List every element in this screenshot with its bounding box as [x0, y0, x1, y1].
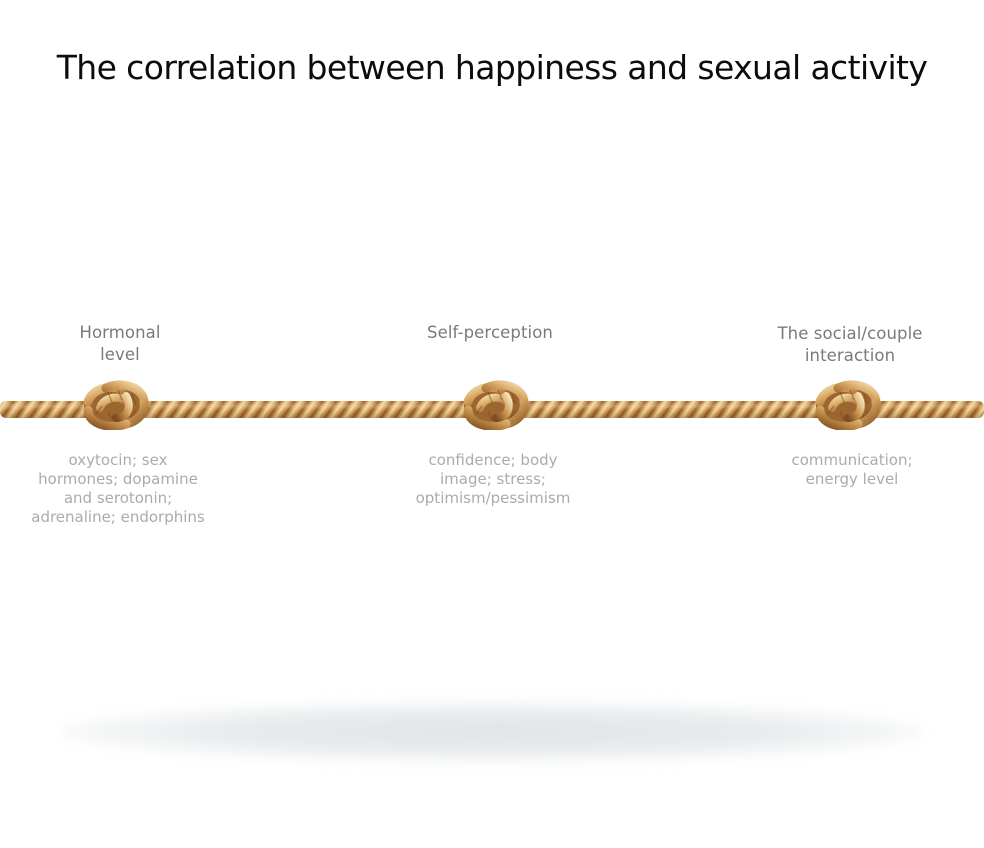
- description-line: energy level: [805, 470, 899, 488]
- description-line: communication;: [791, 451, 913, 469]
- node-label-social-couple: The social/couple interaction: [750, 323, 950, 367]
- node-label-hormonal: Hormonal level: [40, 322, 200, 366]
- node-label-line: Self-perception: [427, 323, 553, 342]
- rope-knot-icon: [462, 380, 530, 430]
- rope-knot-icon: [814, 380, 882, 430]
- description-line: and serotonin;: [63, 489, 173, 507]
- description-line: hormones; dopamine: [38, 470, 198, 488]
- description-line: confidence; body: [428, 451, 558, 469]
- rope-knot-icon: [82, 380, 150, 430]
- node-label-line: The social/couple: [777, 324, 923, 343]
- node-label-line: Hormonal: [79, 323, 161, 342]
- node-label-line: level: [100, 345, 140, 364]
- description-line: oxytocin; sex: [68, 451, 168, 469]
- node-description-social-couple: communication; energy level: [752, 451, 952, 489]
- description-line: image; stress;: [440, 470, 546, 488]
- ground-shadow: [60, 702, 926, 762]
- description-line: adrenaline; endorphins: [31, 508, 205, 526]
- node-description-self-perception: confidence; body image; stress; optimism…: [383, 451, 603, 508]
- node-label-line: interaction: [804, 346, 896, 365]
- page-title: The correlation between happiness and se…: [56, 48, 928, 87]
- description-line: optimism/pessimism: [415, 489, 571, 507]
- node-description-hormonal: oxytocin; sex hormones; dopamine and ser…: [8, 451, 228, 527]
- node-label-self-perception: Self-perception: [390, 322, 590, 344]
